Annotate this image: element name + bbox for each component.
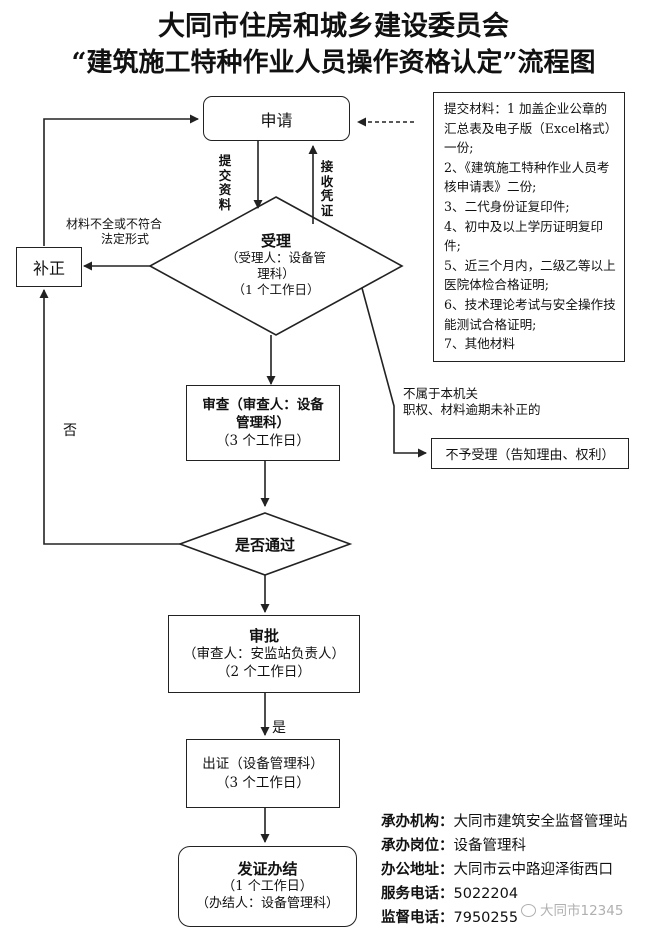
materials-box: 提交材料：1 加盖企业公章的汇总表及电子版（Excel格式）一份; 2、《建筑施… (433, 92, 625, 362)
apply-node: 申请 (203, 96, 350, 141)
supplement-label: 补正 (32, 259, 65, 278)
label-incomplete: 材料不全或不符合 法定形式 (66, 217, 162, 247)
contact-post: 承办岗位：设备管理科 (381, 834, 628, 858)
label-reject-line1: 不属于本机关 (403, 386, 479, 401)
material-item: 6、技术理论考试与安全操作技能测试合格证明; (444, 296, 616, 332)
label-receive: 接收凭证 (320, 159, 334, 218)
contact-phone-label: 服务电话： (381, 886, 454, 902)
label-incomplete-line2: 法定形式 (101, 232, 150, 246)
issue-node: 发证办结 （1 个工作日） （办结人：设备管理科） (178, 846, 357, 927)
contact-org: 承办机构：大同市建筑安全监督管理站 (381, 810, 628, 834)
contact-phone: 服务电话：5022204 (381, 882, 628, 906)
wechat-icon (521, 904, 536, 917)
arrow-to-reject (361, 287, 427, 458)
contact-phone-value: 5022204 (453, 886, 519, 902)
decision-node: 是否通过 (234, 536, 295, 554)
watermark-text: 大同市12345 (540, 903, 624, 919)
contact-org-label: 承办机构： (381, 814, 454, 830)
contact-addr-value: 大同市云中路迎泽街西口 (453, 862, 614, 878)
certify-node: 出证（设备管理科） （3 个工作日） (186, 739, 340, 808)
contact-addr-label: 办公地址： (381, 862, 454, 878)
arrow-no-to-supplement (39, 289, 180, 545)
contact-supervise: 监督电话：7950255 (381, 906, 628, 930)
accept-diamond (148, 196, 404, 336)
diagram-title: 大同市住房和城乡建设委员会 (158, 11, 509, 42)
approve-node: 审批 （审查人：安监站负责人） （2 个工作日） (168, 615, 360, 693)
material-item: 7、其他材料 (444, 336, 515, 352)
contact-post-label: 承办岗位： (381, 838, 454, 854)
accept-title: 受理 (260, 232, 291, 250)
approve-line1: （审查人：安监站负责人） (183, 646, 345, 662)
material-item: 3、二代身份证复印件; (444, 198, 570, 214)
contact-info: 承办机构：大同市建筑安全监督管理站 承办岗位：设备管理科 办公地址：大同市云中路… (381, 810, 628, 930)
contact-addr: 办公地址：大同市云中路迎泽街西口 (381, 858, 628, 882)
approve-line2: （2 个工作日） (217, 664, 311, 680)
issue-title: 发证办结 (237, 860, 298, 878)
arrow-supplement-to-apply (43, 114, 199, 246)
review-line3: （3 个工作日） (216, 433, 310, 449)
certify-line1: 出证（设备管理科） (202, 755, 324, 772)
reject-node: 不予受理（告知理由、权利） (431, 438, 629, 469)
approve-title: 审批 (248, 627, 279, 645)
contact-org-value: 大同市建筑安全监督管理站 (453, 814, 628, 830)
contact-supervise-value: 7950255 (453, 910, 519, 926)
accept-node: 受理 （受理人：设备管 理科） （1 个工作日） (186, 232, 366, 298)
material-item: 提交材料：1 加盖企业公章的汇总表及电子版（Excel格式）一份; (444, 101, 618, 156)
certify-line2: （3 个工作日） (216, 774, 310, 791)
accept-line3: （1 个工作日） (232, 282, 320, 297)
label-no: 否 (63, 423, 77, 439)
review-line2: 管理科） (236, 415, 290, 431)
label-reject-condition: 不属于本机关 职权、材料逾期未补正的 (403, 386, 541, 418)
apply-label: 申请 (260, 110, 293, 130)
review-line1: 审查（审查人：设备 (202, 397, 324, 413)
material-item: 5、近三个月内，二级乙等以上医院体检合格证明; (444, 257, 616, 293)
review-node: 审查（审查人：设备 管理科） （3 个工作日） (186, 385, 340, 461)
diagram-subtitle: “建筑施工特种作业人员操作资格认定”流程图 (71, 48, 596, 78)
label-incomplete-line1: 材料不全或不符合 (66, 217, 163, 231)
issue-line1: （1 个工作日） (222, 879, 313, 894)
material-item: 2、《建筑施工特种作业人员考核申请表》二份; (444, 159, 610, 195)
label-submit: 提交资料 (218, 153, 232, 212)
accept-line2: 理科） (257, 266, 295, 281)
contact-supervise-label: 监督电话： (381, 910, 454, 926)
issue-line2: （办结人：设备管理科） (195, 896, 339, 911)
material-item: 4、初中及以上学历证明复印件; (444, 218, 604, 254)
contact-post-value: 设备管理科 (453, 838, 527, 854)
label-reject-line2: 职权、材料逾期未补正的 (403, 402, 541, 417)
label-yes: 是 (272, 720, 286, 736)
reject-label: 不予受理（告知理由、权利） (445, 448, 615, 463)
supplement-node: 补正 (16, 247, 82, 287)
accept-line1: （受理人：设备管 (225, 250, 326, 265)
watermark: 大同市12345 (521, 899, 623, 919)
